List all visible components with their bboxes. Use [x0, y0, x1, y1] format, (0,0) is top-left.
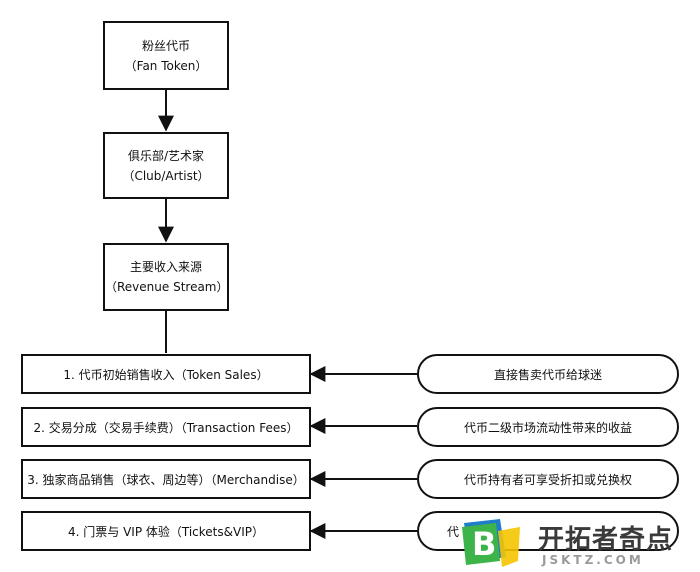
club-artist-subtitle: （Club/Artist） — [122, 168, 210, 183]
note-text-merchandise: 代币持有者可享受折扣或兑换权 — [463, 472, 632, 487]
fan-token-box: 粉丝代币 （Fan Token） — [103, 21, 229, 90]
watermark-title: 开拓者奇点 — [538, 525, 674, 555]
revenue-stream-title: 主要收入来源 — [129, 260, 202, 274]
revenue-stream-subtitle: （Revenue Stream） — [105, 280, 229, 294]
stream-label-transaction-fees: 2. 交易分成（交易手续费）（Transaction Fees） — [33, 420, 299, 435]
fan-token-subtitle: （Fan Token） — [124, 58, 208, 73]
stream-box-token-sales: 1. 代币初始销售收入（Token Sales） — [21, 354, 311, 394]
note-merchandise: 代币持有者可享受折扣或兑换权 — [417, 459, 679, 499]
club-artist-box: 俱乐部/艺术家 （Club/Artist） — [103, 132, 229, 199]
note-token-sales: 直接售卖代币给球迷 — [417, 354, 679, 394]
watermark: B 开拓者奇点 JSKTZ.COM — [458, 515, 698, 570]
note-text-transaction-fees: 代币二级市场流动性带来的收益 — [463, 420, 632, 435]
brand-logo-icon: B — [462, 519, 520, 567]
note-text-token-sales: 直接售卖代币给球迷 — [493, 367, 602, 382]
stream-box-transaction-fees: 2. 交易分成（交易手续费）（Transaction Fees） — [21, 407, 311, 447]
stream-label-token-sales: 1. 代币初始销售收入（Token Sales） — [63, 367, 269, 382]
stream-box-tickets-vip: 4. 门票与 VIP 体验（Tickets&VIP） — [21, 511, 311, 551]
fan-token-title: 粉丝代币 — [141, 38, 190, 53]
stream-box-merchandise: 3. 独家商品销售（球衣、周边等）（Merchandise） — [21, 459, 311, 499]
note-tickets-vip: 代 — [417, 511, 679, 551]
revenue-stream-box: 主要收入来源 （Revenue Stream） — [103, 243, 229, 311]
brand-logo-letter: B — [472, 525, 496, 563]
watermark-subtitle: JSKTZ.COM — [542, 553, 644, 567]
club-artist-title: 俱乐部/艺术家 — [127, 148, 205, 163]
stream-label-merchandise: 3. 独家商品销售（球衣、周边等）（Merchandise） — [27, 472, 305, 487]
note-transaction-fees: 代币二级市场流动性带来的收益 — [417, 407, 679, 447]
stream-label-tickets-vip: 4. 门票与 VIP 体验（Tickets&VIP） — [68, 524, 264, 539]
note-text-tickets-vip: 代 — [447, 524, 460, 539]
